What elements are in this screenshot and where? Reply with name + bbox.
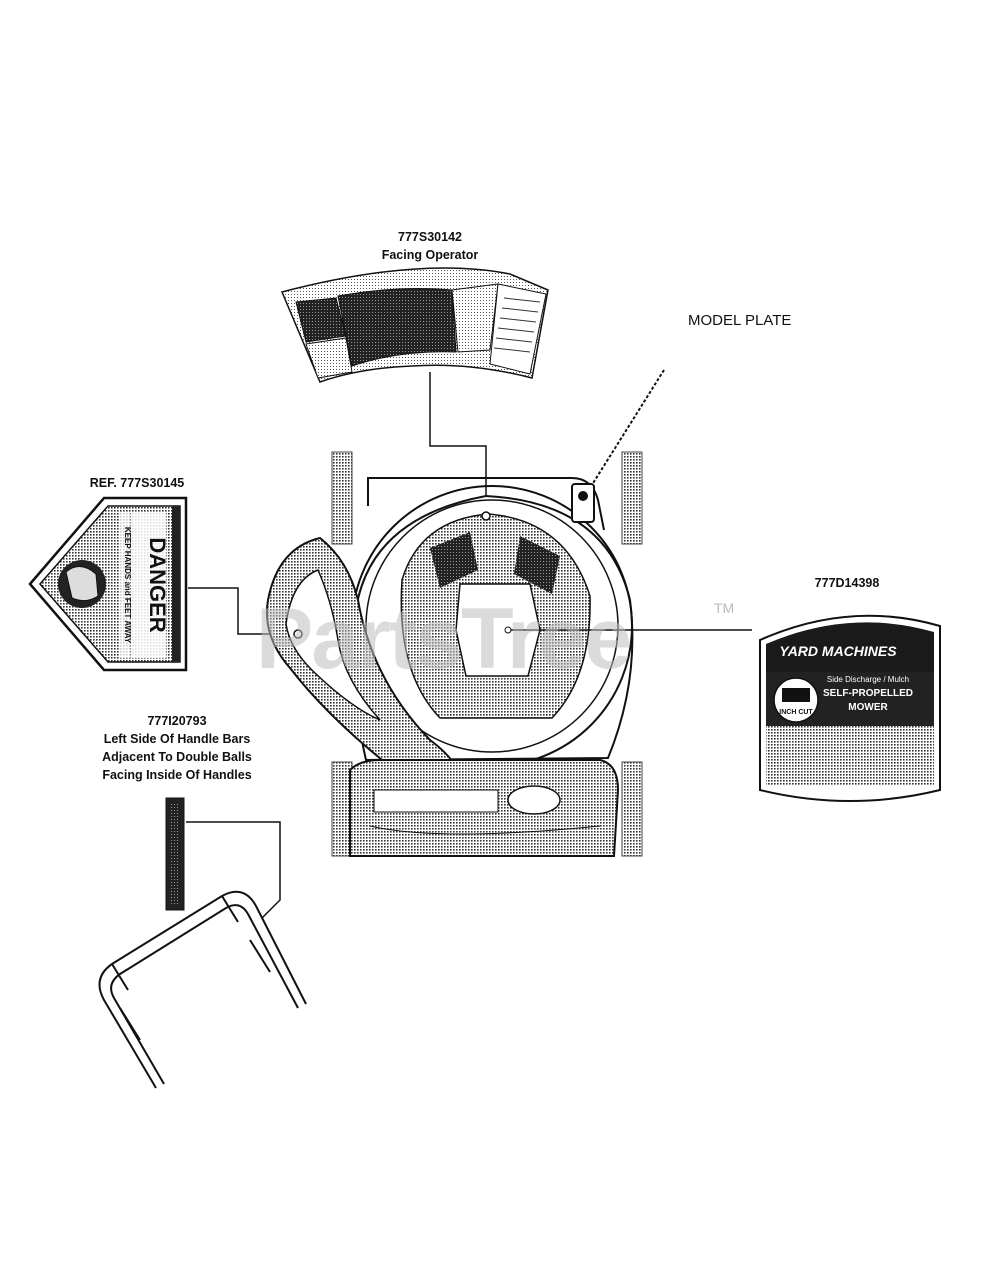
danger-word: DANGER [145,537,170,632]
danger-decal [28,496,188,672]
handle-leader [186,821,281,919]
wheel-front-right [621,761,643,857]
yard-machines-subtitle: Side Discharge / Mulch [827,675,909,684]
yard-machines-brand: YARD MACHINES [779,643,897,659]
facing-operator-part-label: 777S30142 [398,230,462,244]
handle-location-line2: Adjacent To Double Balls [102,750,252,764]
handle-location-line1: Left Side Of Handle Bars [103,732,251,746]
yard-machines-cut-label: INCH CUT [779,709,813,716]
handle-part-label: 777I20793 [147,714,207,728]
mower-deck [266,451,643,857]
danger-leader [188,587,298,635]
danger-ref-label: REF. 777S30145 [89,476,185,490]
wheel-rear-right [621,451,643,545]
model-plate [571,483,595,523]
model-plate-leader [589,369,665,489]
watermark: PartsTree [256,591,632,687]
handle-bars [98,890,307,1089]
yard-machines-line1: SELF-PROPELLED [823,688,913,699]
yard-machines-part-label: 777D14398 [814,576,880,590]
watermark-tm: TM [714,600,735,616]
yard-machines-decal [759,614,941,802]
yard-machines-line2: MOWER [848,702,888,713]
danger-subtitle: KEEP HANDS and FEET AWAY [123,527,132,644]
wheel-rear-left [331,451,353,545]
facing-operator-decal [280,267,549,383]
facing-operator-text-label: Facing Operator [381,248,479,262]
handle-location-line3: Facing Inside Of Handles [102,768,252,782]
handle-strip-decal [165,797,185,911]
model-plate-label: MODEL PLATE [688,312,792,329]
